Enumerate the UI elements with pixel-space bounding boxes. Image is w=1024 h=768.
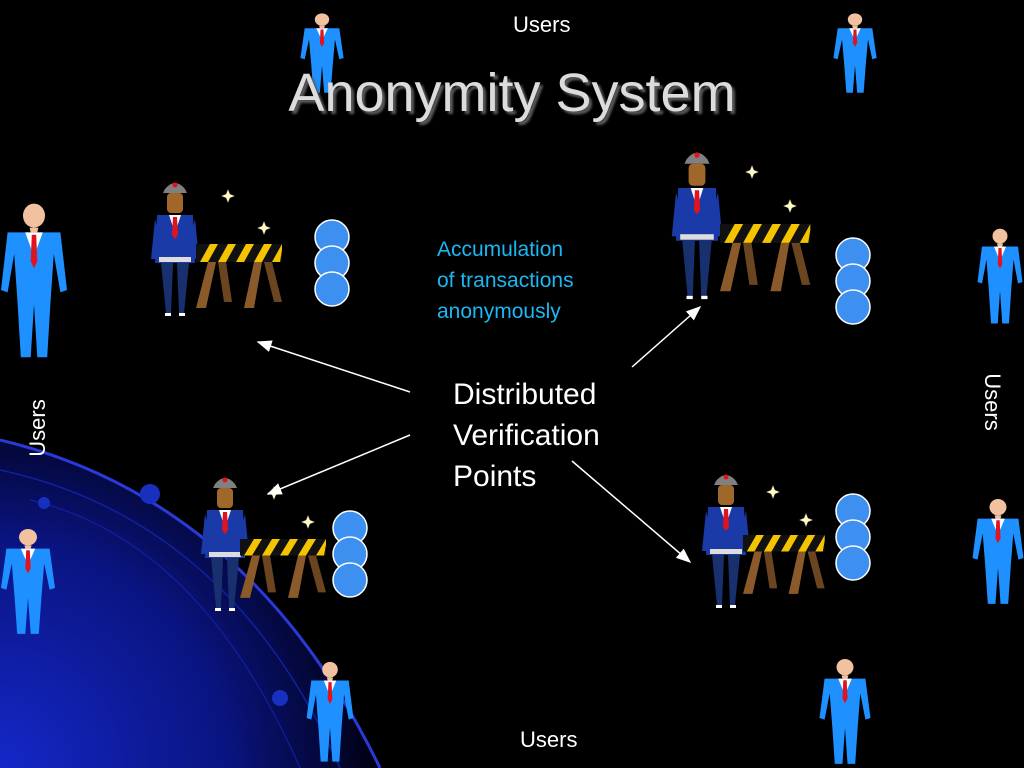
user-figure-icon	[819, 658, 871, 764]
users-label-bottom: Users	[520, 727, 578, 752]
coin-stack-icon	[835, 237, 871, 325]
arrow-icon	[571, 460, 692, 563]
user-figure-icon	[977, 228, 1023, 324]
barricade-icon	[743, 535, 825, 594]
accumulation-line: of transactions	[437, 269, 574, 292]
coin-stack-icon	[332, 510, 368, 598]
users-label-left: Users	[25, 399, 50, 457]
verification-points-caption: Distributed Verification Points	[453, 374, 600, 497]
sparkle-icon	[300, 514, 316, 530]
sparkle-icon	[765, 484, 781, 500]
sparkle-icon	[256, 220, 272, 236]
slide-title: Anonymity System	[288, 63, 736, 123]
verification-line: Points	[453, 460, 537, 493]
barricade-icon	[196, 244, 282, 308]
guard-figure-icon	[702, 474, 750, 608]
arrow-icon	[266, 434, 411, 495]
coin-stack-icon	[314, 219, 350, 307]
verification-line: Distributed	[453, 378, 597, 411]
sparkle-icon	[798, 512, 814, 528]
user-figure-icon	[972, 498, 1024, 604]
accumulation-line: Accumulation	[437, 238, 564, 261]
arrow-icon	[631, 306, 702, 368]
verification-line: Verification	[453, 419, 600, 452]
user-figure-icon	[0, 203, 67, 358]
accumulation-caption: Accumulation of transactions anonymously	[437, 234, 574, 327]
sparkle-icon	[782, 198, 798, 214]
users-label-right: Users	[980, 373, 1005, 431]
users-label-top: Users	[513, 12, 571, 37]
sparkle-icon	[744, 164, 760, 180]
sparkle-icon	[220, 188, 236, 204]
guard-figure-icon	[151, 182, 199, 316]
guard-figure-icon	[671, 152, 723, 300]
accumulation-line: anonymously	[437, 300, 561, 323]
coin-stack-icon	[835, 493, 871, 581]
arrow-icon	[256, 340, 411, 393]
barricade-icon	[720, 224, 811, 292]
